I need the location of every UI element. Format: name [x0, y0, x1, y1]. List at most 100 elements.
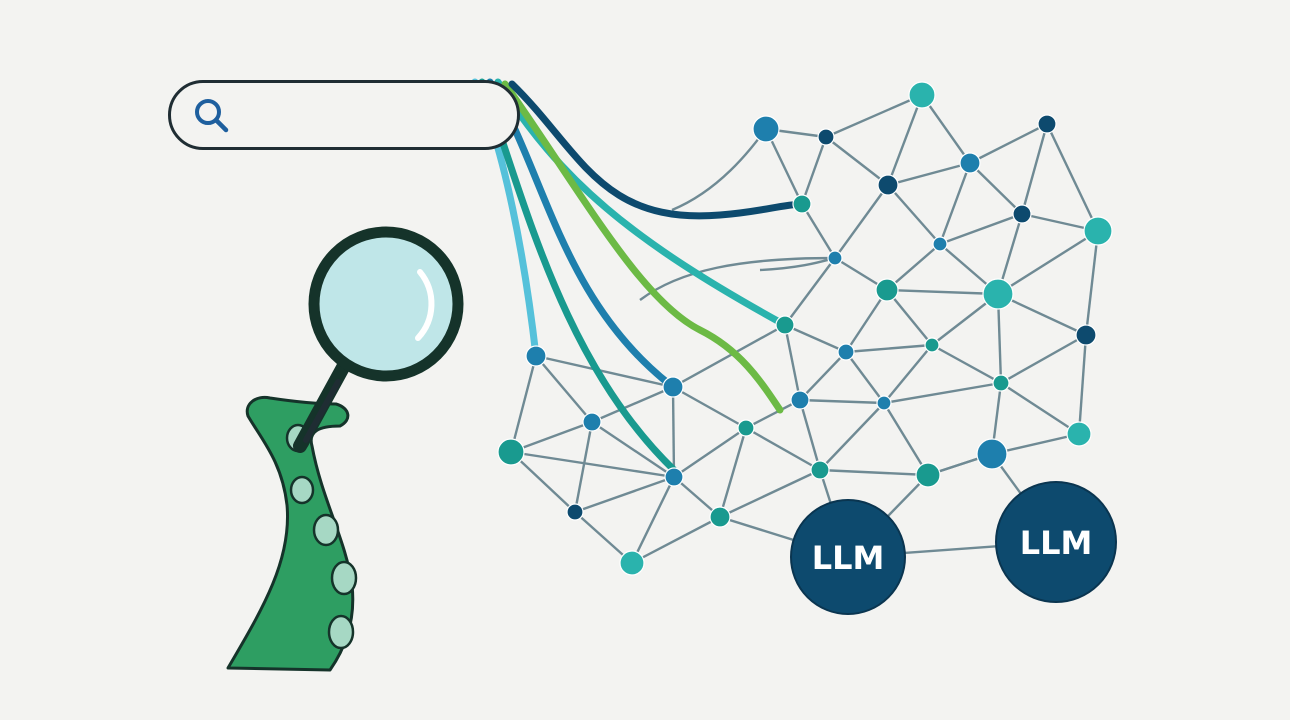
- network-node: [992, 374, 1010, 392]
- network-edge: [798, 399, 822, 471]
- network-edge: [845, 343, 933, 354]
- network-edge: [1045, 123, 1100, 232]
- network-edge: [844, 289, 889, 353]
- network-node: [1012, 204, 1032, 224]
- network-edge: [886, 243, 941, 291]
- network-edge: [510, 451, 576, 513]
- network-node: [752, 115, 780, 143]
- search-bar[interactable]: [168, 80, 520, 150]
- network-node: [932, 236, 948, 252]
- network-edge: [745, 398, 801, 430]
- network-node: [619, 550, 645, 576]
- search-icon: [195, 99, 229, 133]
- network-edge: [825, 136, 889, 186]
- network-node: [790, 390, 810, 410]
- network-edge: [591, 421, 675, 478]
- network-edge: [819, 468, 929, 477]
- network-edge: [574, 511, 633, 564]
- magnifying-glass-icon: [293, 226, 464, 453]
- search-stream: [508, 80, 806, 220]
- network-edge: [834, 184, 889, 259]
- network-node: [876, 395, 892, 411]
- search-stream: [494, 78, 789, 329]
- network-node: [976, 438, 1008, 470]
- network-edge: [1000, 381, 1080, 436]
- sucker: [330, 560, 358, 596]
- network-edge: [764, 128, 804, 205]
- network-edge: [673, 427, 747, 478]
- network-node: [924, 337, 940, 353]
- search-streams: [471, 78, 806, 474]
- network-edge: [671, 386, 676, 478]
- network-edge: [887, 161, 971, 187]
- network-node: [664, 467, 684, 487]
- network-edge: [509, 355, 538, 453]
- network-edge: [819, 402, 885, 471]
- network-edge: [783, 324, 802, 401]
- network-node: [1066, 421, 1092, 447]
- network-edge: [997, 292, 1087, 337]
- search-stream: [501, 80, 784, 414]
- network-node: [709, 506, 731, 528]
- network-node: [792, 194, 812, 214]
- network-node: [775, 315, 795, 335]
- network-edge: [799, 351, 847, 401]
- network-node: [827, 250, 843, 266]
- network-edge: [535, 354, 674, 389]
- network-node: [662, 376, 684, 398]
- network-edge: [719, 468, 821, 519]
- network-node: [877, 174, 899, 196]
- network-edge: [969, 122, 1048, 165]
- network-edge: [574, 475, 675, 514]
- network-node: [566, 503, 584, 521]
- llm-node: LLM: [995, 481, 1117, 603]
- network-node: [737, 419, 755, 437]
- network-edge: [886, 94, 924, 186]
- network-edge: [784, 257, 836, 326]
- network-edge: [784, 323, 847, 354]
- llm-label: LLM: [1020, 524, 1093, 562]
- network-edge: [799, 398, 885, 405]
- network-edge: [921, 94, 971, 164]
- network-edge: [671, 128, 767, 212]
- network-edge: [969, 162, 1023, 215]
- llm-label: LLM: [812, 539, 885, 577]
- network-node: [582, 412, 602, 432]
- network-edge: [745, 426, 821, 472]
- network-edge: [573, 421, 594, 513]
- network-edge: [510, 420, 593, 454]
- network-node: [497, 438, 525, 466]
- network-edge: [718, 427, 748, 518]
- network-edge: [825, 93, 923, 139]
- network-node: [810, 460, 830, 480]
- sucker: [327, 614, 355, 650]
- network-node: [837, 343, 855, 361]
- network-edge: [887, 184, 941, 245]
- network-node: [1037, 114, 1057, 134]
- network-edge: [1077, 334, 1088, 435]
- network-edge: [672, 323, 786, 389]
- search-input[interactable]: [241, 97, 495, 135]
- sucker: [289, 475, 315, 505]
- network-node: [908, 81, 936, 109]
- network-edge: [1000, 333, 1087, 385]
- network-edge: [800, 203, 837, 259]
- network-edge: [630, 476, 676, 564]
- network-node: [915, 462, 941, 488]
- network-edge: [931, 343, 1002, 385]
- network-node: [1075, 324, 1097, 346]
- network-nodes: [497, 81, 1113, 576]
- network-node: [982, 278, 1014, 310]
- network-edge: [535, 355, 593, 423]
- network-edge: [672, 385, 747, 430]
- network-node: [817, 128, 835, 146]
- network-node: [959, 152, 981, 174]
- network-node: [875, 278, 899, 302]
- network-edge: [631, 515, 721, 565]
- network-edge: [938, 162, 972, 245]
- network-edge: [886, 288, 999, 296]
- network-node: [1083, 216, 1113, 246]
- network-edge: [883, 344, 933, 404]
